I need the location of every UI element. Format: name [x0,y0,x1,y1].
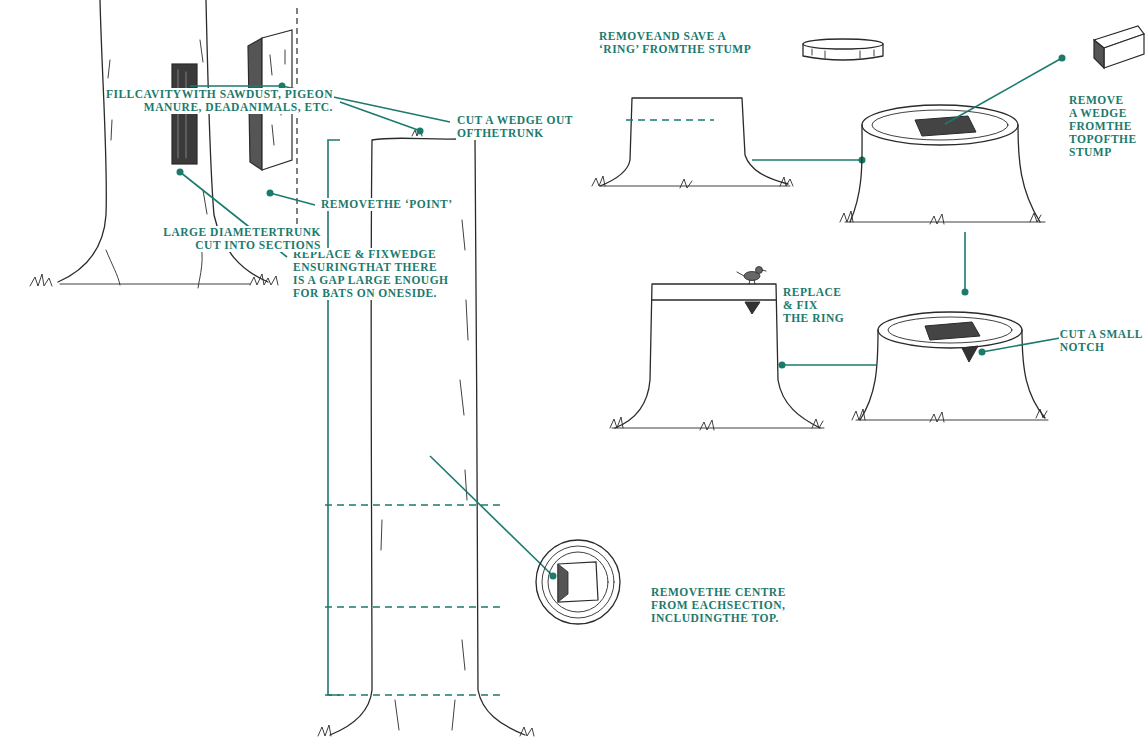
leader-dot [177,169,184,176]
leader-line [430,456,552,575]
slot-shading [178,70,186,158]
bird [756,267,763,274]
wedge-slot [915,116,976,136]
callout-label: FILLCAVITYWITH SAWDUST, PIGEON MANURE, D… [105,88,334,114]
leader-dot [1059,55,1066,62]
standing-tree [30,0,450,288]
stump-outline [850,125,1040,222]
grass-tuft [840,211,1045,224]
leader-line [964,232,966,290]
bird [737,270,766,284]
wedge-slot [925,322,980,340]
leader-dot [550,573,557,580]
label-line: IS A GAP LARGE ENOUGH [293,274,449,287]
growth-ring [548,552,608,612]
stump-outline [600,98,788,186]
wood-grain [812,49,874,58]
label-line: MANURE, DEADANIMALS, ETC. [106,101,333,114]
callout-label: REMOVETHE ‘POINT’ [320,198,454,211]
stump-top [878,312,1022,348]
leader-line [782,364,876,366]
section-cavity [558,562,598,602]
wedge-piece [1104,34,1144,68]
callout-label: REMOVEAND SAVE A ‘RING’ FROMTHE STUMP [598,30,752,56]
label-line: CUT A WEDGE OUT [457,114,573,127]
label-line: TOPOFTHE [1069,133,1137,146]
callout-label: REPLACE & FIXWEDGE ENSURINGTHAT THERE IS… [292,248,450,300]
leader-dot [979,349,986,356]
leader-dot [417,128,424,135]
cut-line [626,119,714,120]
bracket [328,140,340,695]
callout-label: CUT A SMALL NOTCH [1059,328,1144,354]
callout-label: REMOVETHE CENTRE FROM EACHSECTION, INCLU… [650,586,787,625]
label-line: NOTCH [1060,341,1143,354]
wedge-slot [172,64,197,164]
label-line: REMOVE [1069,94,1137,107]
callout-label: CUT A WEDGE OUT OFTHETRUNK [456,114,574,140]
callout-label: REPLACE & FIX THE RING [782,286,845,325]
label-line: REMOVETHE ‘POINT’ [321,198,453,211]
leader-line [270,193,315,205]
label-line: REPLACE [783,286,844,299]
leader-line [945,58,1062,124]
label-line: STUMP [1069,146,1137,159]
label-line: FROM EACHSECTION, [651,599,786,612]
leader-dot [779,362,786,369]
grass-tuft [610,417,824,430]
leader-line [982,338,1060,352]
notch [745,302,760,314]
callout-label: REMOVE A WEDGE FROMTHE TOPOFTHE STUMP [1068,94,1138,159]
trunk-outline [330,138,525,735]
label-line: THE RING [783,312,844,325]
trunk-outline [58,0,106,282]
label-line: CUT INTO SECTIONS [163,239,321,252]
ring-piece [803,39,883,49]
label-line: FILLCAVITYWITH SAWDUST, PIGEON [106,88,333,101]
leader-line [340,102,418,130]
label-line: A WEDGE [1069,107,1137,120]
label-line: LARGE DIAMETERTRUNK [163,226,321,239]
label-line: CUT A SMALL [1060,328,1143,341]
cavity-shading [558,564,568,602]
callout-label: LARGE DIAMETERTRUNK CUT INTO SECTIONS [162,226,322,252]
stump-ring [872,110,1008,140]
wedge-side [1094,40,1104,68]
leader-line [752,159,862,161]
stump-top [862,105,1018,145]
grass-tuft [30,274,278,286]
label-line: INCLUDINGTHE TOP. [651,612,786,625]
label-line: ENSURINGTHAT THERE [293,261,449,274]
label-line: FOR BATS ON ONESIDE. [293,287,449,300]
label-line: REMOVEAND SAVE A [599,30,751,43]
cut-line [325,505,500,695]
grass-tuft [318,128,534,736]
felled-trunk [318,102,620,736]
growth-ring [542,546,614,618]
grass-tuft [852,409,1048,422]
trunk-section [536,540,620,624]
leader-dot [962,289,969,296]
stump-outline [860,330,1045,420]
label-line: OFTHETRUNK [457,127,573,140]
notch [962,346,978,362]
grass-tuft [592,176,793,188]
label-line: & FIX [783,299,844,312]
stump-sequence [592,26,1144,430]
label-line: REMOVETHE CENTRE [651,586,786,599]
cut-line [296,8,297,238]
label-line: FROMTHE [1069,120,1137,133]
ring-piece [803,44,883,60]
stump-ring [888,317,1012,343]
label-line: ‘RING’ FROMTHE STUMP [599,43,751,56]
leader-dot [267,190,274,197]
